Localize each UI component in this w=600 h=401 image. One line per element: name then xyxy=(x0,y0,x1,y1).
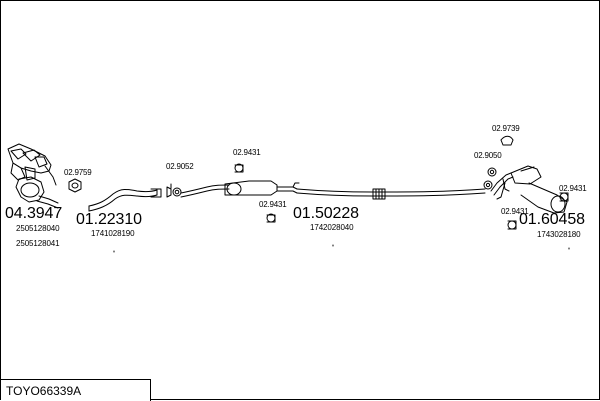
oem-number-2: 1741028190 xyxy=(91,229,135,238)
oem-number-1b: 2505128041 xyxy=(16,239,60,248)
front-pipe-part xyxy=(88,188,162,212)
rear-silencer-part xyxy=(490,165,568,214)
small-part-code-7: 02.9431 xyxy=(559,184,587,193)
rear-mount-part-1 xyxy=(559,192,569,202)
small-part-code-4: 02.9431 xyxy=(259,200,287,209)
main-part-code-1: 04.3947 xyxy=(5,205,63,222)
small-part-code-3: 02.9431 xyxy=(233,148,261,157)
reference-number-box: TOYO66339A xyxy=(1,379,151,401)
main-part-code-2: 01.22310 xyxy=(76,211,142,228)
main-part-code-4: 01.60458 xyxy=(519,211,585,228)
oem-number-3: 1742028040 xyxy=(310,223,354,232)
manifold-catalyst-part xyxy=(7,143,59,209)
small-part-code-8: 02.9431 xyxy=(501,207,529,216)
gasket-part-1 xyxy=(68,178,82,193)
clamp-part-1 xyxy=(166,186,182,198)
rear-mount-part-2 xyxy=(507,220,517,230)
oem-number-4: 1743028180 xyxy=(537,230,581,239)
main-part-code-3: 01.50228 xyxy=(293,205,359,222)
small-part-code-2: 02.9052 xyxy=(166,162,194,171)
small-part-code-1: 02.9759 xyxy=(64,168,92,177)
small-part-code-5: 02.9739 xyxy=(492,124,520,133)
rear-gasket-part xyxy=(487,167,497,177)
rubber-mount-part-2 xyxy=(266,213,276,223)
middle-pipe-part xyxy=(296,188,486,200)
small-part-code-6: 02.9050 xyxy=(474,151,502,160)
center-muffler-part xyxy=(180,180,300,198)
oem-number-1a: 2505128040 xyxy=(16,224,60,233)
reference-number: TOYO66339A xyxy=(6,383,82,398)
rear-hanger-part-1 xyxy=(500,135,514,146)
clamp-part-2 xyxy=(483,180,493,190)
rubber-mount-part-1 xyxy=(234,163,244,173)
